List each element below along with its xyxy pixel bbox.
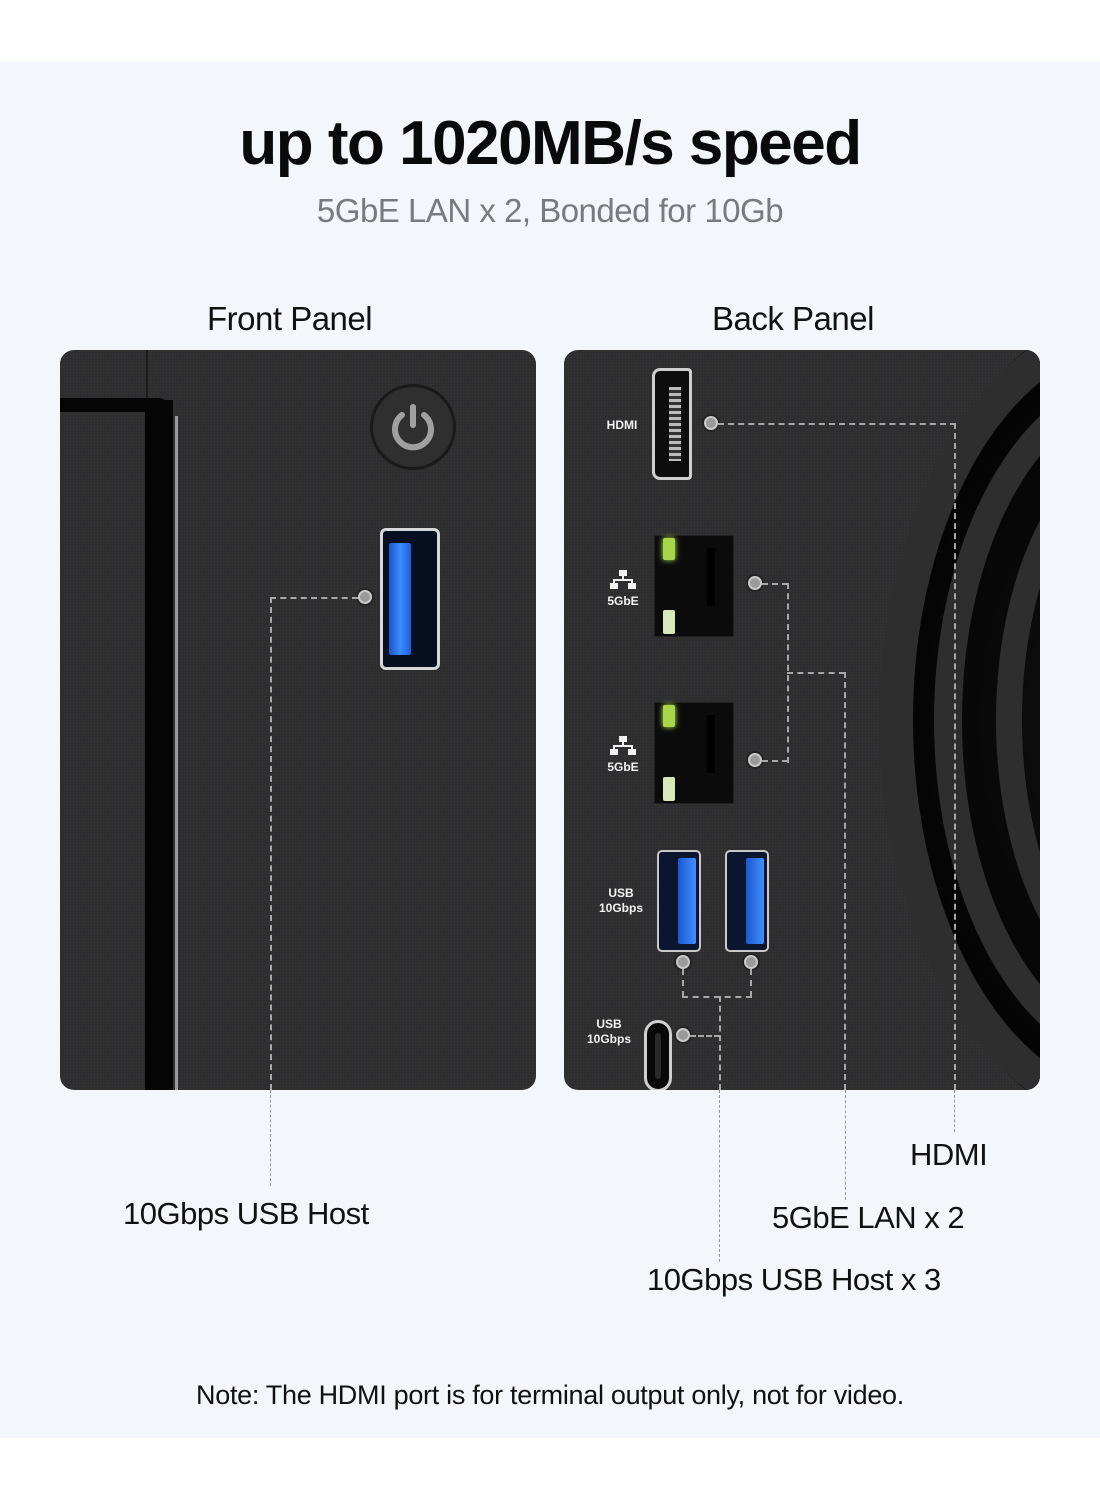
network-icon — [610, 736, 636, 755]
callout-dot — [676, 1028, 690, 1042]
hdmi-caption: HDMI — [910, 1137, 988, 1172]
network-icon — [610, 570, 636, 589]
lan-port-label: 5GbE — [607, 594, 639, 608]
callout-line — [954, 1090, 955, 1132]
footnote: Note: The HDMI port is for terminal outp… — [196, 1380, 904, 1410]
callout-line — [787, 672, 845, 674]
back-panel-label: Back Panel — [712, 300, 874, 337]
page-title: up to 1020MB/s speed — [239, 109, 862, 178]
usb-port-label: USB 10Gbps — [598, 886, 643, 915]
usb-a-port-icon — [657, 850, 701, 952]
page-subtitle: 5GbE LAN x 2, Bonded for 10Gb — [316, 192, 784, 229]
callout-line — [844, 672, 846, 1090]
back-usb-caption: 10Gbps USB Host x 3 — [647, 1262, 941, 1297]
lan-port-label: 5GbE — [607, 760, 639, 774]
callout-line — [270, 597, 272, 1090]
usb-a-port-icon — [380, 528, 440, 670]
callout-line — [718, 423, 956, 425]
front-panel-image — [60, 350, 536, 1090]
power-icon — [392, 404, 434, 451]
callout-line — [270, 597, 358, 599]
bezel-highlight — [175, 416, 178, 1090]
callout-dot — [704, 416, 718, 430]
lan-caption: 5GbE LAN x 2 — [772, 1200, 965, 1235]
callout-dot — [676, 955, 690, 969]
front-usb-caption: 10Gbps USB Host — [123, 1196, 369, 1231]
callout-line — [845, 1090, 846, 1200]
power-button-icon — [370, 384, 456, 470]
callout-dot — [748, 576, 762, 590]
bezel-edge — [145, 400, 173, 1090]
callout-line — [762, 760, 788, 762]
callout-line — [682, 996, 752, 998]
callout-line — [719, 1090, 720, 1262]
callout-line — [690, 1035, 720, 1037]
ethernet-port-icon — [654, 535, 734, 637]
callout-line — [762, 583, 788, 585]
bezel-edge — [60, 398, 172, 412]
callout-dot — [748, 753, 762, 767]
callout-line — [954, 423, 956, 1090]
bezel-seam — [146, 350, 148, 400]
usb-c-port-label: USB 10Gbps — [586, 1017, 631, 1046]
callout-line — [750, 969, 752, 997]
ethernet-port-icon — [654, 702, 734, 804]
callout-line — [719, 996, 721, 1090]
hdmi-port-label: HDMI — [606, 418, 638, 432]
callout-dot — [744, 955, 758, 969]
callout-line — [682, 969, 684, 997]
usb-c-port-icon — [644, 1020, 672, 1090]
back-panel-image: HDMI 5GbE 5GbE USB 10Gbps — [564, 350, 1040, 1090]
hdmi-port-icon — [652, 368, 692, 480]
front-panel-label: Front Panel — [207, 300, 373, 337]
usb-a-port-icon — [725, 850, 769, 952]
callout-dot — [358, 590, 372, 604]
usb-tongue — [389, 543, 411, 655]
callout-line — [270, 1090, 271, 1186]
